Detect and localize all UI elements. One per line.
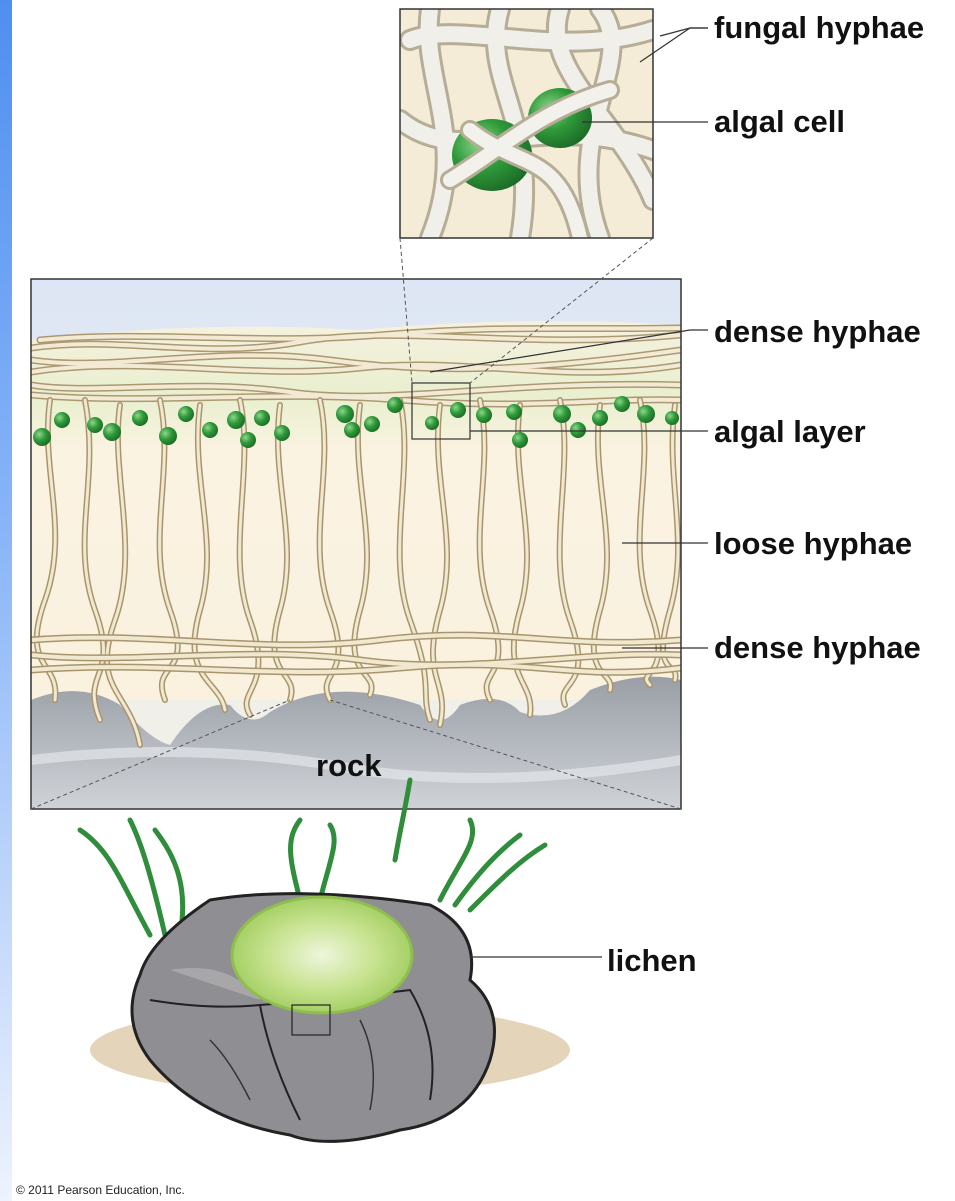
lichen-patch — [232, 897, 412, 1013]
label-loose-hyphae: loose hyphae — [714, 528, 912, 559]
label-lichen: lichen — [607, 945, 697, 976]
label-fungal-hyphae: fungal hyphae — [714, 12, 924, 43]
label-dense-hyphae-bottom: dense hyphae — [714, 632, 921, 663]
label-rock: rock — [316, 750, 381, 781]
copyright-notice: © 2011 Pearson Education, Inc. — [16, 1183, 185, 1197]
label-dense-hyphae-top: dense hyphae — [714, 316, 921, 347]
rock-illustration — [80, 780, 570, 1141]
cross-section-panel — [31, 279, 681, 809]
label-algal-cell: algal cell — [714, 106, 845, 137]
label-algal-layer: algal layer — [714, 416, 866, 447]
zoom-inset — [400, 9, 653, 238]
